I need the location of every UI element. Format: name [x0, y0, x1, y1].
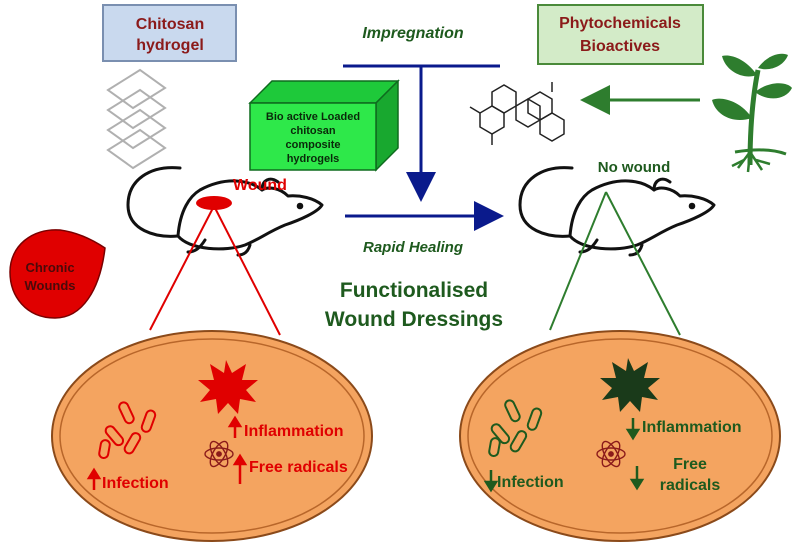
hydrogel-layers-icon [106, 68, 167, 170]
right-free-radicals-line1: Free [673, 456, 707, 473]
right-healed-panel: Inflammation Free radicals Infection [459, 330, 781, 542]
atom-icon [204, 440, 234, 468]
chitosan-line1: Chitosan [136, 16, 204, 33]
chronic-wounds-drop: Chronic Wounds [9, 229, 106, 319]
composite-line2: chitosan [290, 125, 336, 137]
plant-icon [712, 53, 792, 173]
impregnation-connector [343, 64, 500, 202]
chronic-line2: Wounds [24, 278, 75, 293]
atom-icon [596, 440, 626, 468]
left-infection-label: Infection [102, 475, 169, 492]
composite-line3: composite [285, 139, 340, 151]
chitosan-hydrogel-box: Chitosan hydrogel [102, 4, 237, 62]
chronic-line1: Chronic [25, 260, 74, 275]
chitosan-line2: hydrogel [136, 37, 204, 54]
title-line2: Wound Dressings [325, 308, 503, 331]
right-free-radicals-line2: radicals [660, 477, 721, 494]
left-inflammation-label: Inflammation [244, 423, 344, 440]
impregnation-label: Impregnation [362, 25, 464, 42]
left-free-radicals-label: Free radicals [249, 459, 348, 476]
wound-spot [196, 196, 232, 210]
increase-arrows [86, 415, 248, 490]
right-inflammation-label: Inflammation [642, 419, 742, 436]
phyto-line1: Phytochemicals [559, 15, 681, 32]
decrease-arrows [483, 418, 645, 493]
wounded-mouse-icon [126, 166, 324, 257]
composite-hydrogel-box: Bio active Loaded chitosan composite hyd… [248, 79, 400, 172]
left-zoom-lines [149, 205, 281, 336]
right-infection-label: Infection [497, 474, 564, 491]
phyto-line2: Bioactives [580, 38, 660, 55]
right-zoom-lines [549, 191, 681, 336]
inflammation-burst-icon [198, 360, 258, 414]
inflammation-burst-icon [600, 358, 660, 412]
title-line1: Functionalised [340, 279, 488, 302]
phytochemicals-box: Phytochemicals Bioactives [537, 4, 704, 65]
composite-line1: Bio active Loaded [266, 111, 360, 123]
wound-label: Wound [233, 177, 287, 194]
bacteria-icon [98, 401, 157, 460]
left-wound-panel: Inflammation Free radicals Infection [51, 330, 373, 542]
no-wound-label: No wound [598, 159, 670, 176]
rapid-healing-label: Rapid Healing [363, 239, 463, 256]
bacteria-icon [488, 399, 543, 458]
molecule-icon [469, 82, 565, 145]
composite-line4: hydrogels [287, 153, 340, 165]
